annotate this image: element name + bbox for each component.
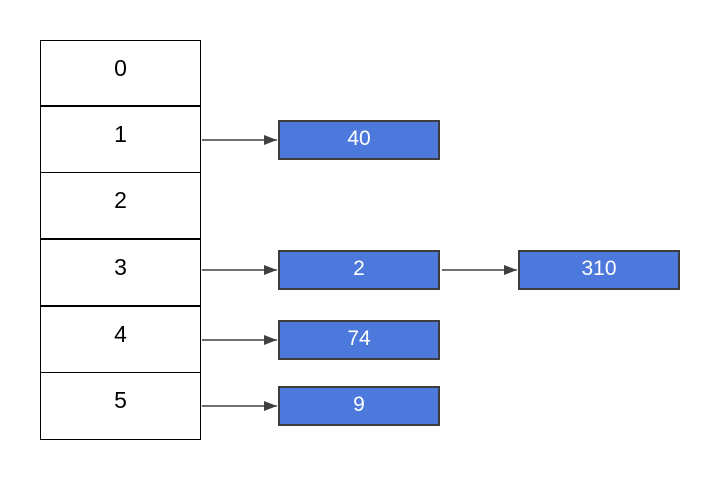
bucket-cell-4: 4 bbox=[40, 305, 201, 374]
node-9: 9 bbox=[278, 386, 440, 426]
bucket-cell-5: 5 bbox=[40, 371, 201, 440]
node-value: 40 bbox=[347, 127, 371, 150]
bucket-label: 3 bbox=[114, 254, 127, 281]
bucket-label: 5 bbox=[114, 387, 127, 414]
node-40: 40 bbox=[278, 120, 440, 160]
bucket-cell-3: 3 bbox=[40, 238, 201, 307]
node-310: 310 bbox=[518, 250, 680, 290]
bucket-cell-1: 1 bbox=[40, 105, 201, 174]
bucket-label: 2 bbox=[114, 187, 127, 214]
node-74: 74 bbox=[278, 320, 440, 360]
bucket-cell-0: 0 bbox=[40, 40, 201, 107]
bucket-label: 0 bbox=[114, 54, 127, 81]
bucket-label: 1 bbox=[114, 120, 127, 147]
node-value: 2 bbox=[353, 257, 365, 280]
node-value: 9 bbox=[353, 393, 365, 416]
bucket-array: 0 1 2 3 4 5 bbox=[40, 40, 201, 440]
node-value: 310 bbox=[581, 257, 617, 280]
node-value: 74 bbox=[347, 327, 371, 350]
bucket-cell-2: 2 bbox=[40, 171, 201, 240]
bucket-label: 4 bbox=[114, 320, 127, 347]
node-2: 2 bbox=[278, 250, 440, 290]
